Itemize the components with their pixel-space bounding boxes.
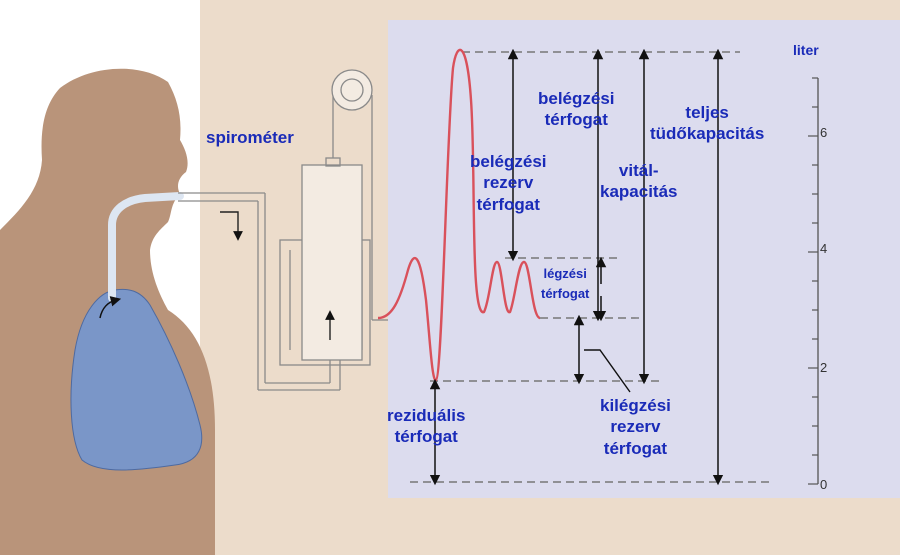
lung [70, 288, 203, 471]
spirogram-curve [377, 48, 542, 382]
vital-capacity-label: vitál-kapacitás [600, 161, 678, 202]
tick-label-0: 0 [820, 477, 828, 492]
human-figure [0, 68, 215, 555]
tick-label-6: 6 [820, 125, 828, 140]
tick-label-2: 2 [820, 360, 828, 375]
spirogram [377, 48, 819, 486]
axis-unit-label: liter [793, 42, 819, 58]
airflow-arrow [99, 296, 122, 319]
expiratory-reserve-leader [584, 349, 631, 393]
airway [108, 192, 184, 302]
tick-label-4: 4 [820, 241, 828, 256]
spirometer-label: spirométer [206, 128, 294, 147]
spirometer-apparatus [178, 69, 388, 391]
